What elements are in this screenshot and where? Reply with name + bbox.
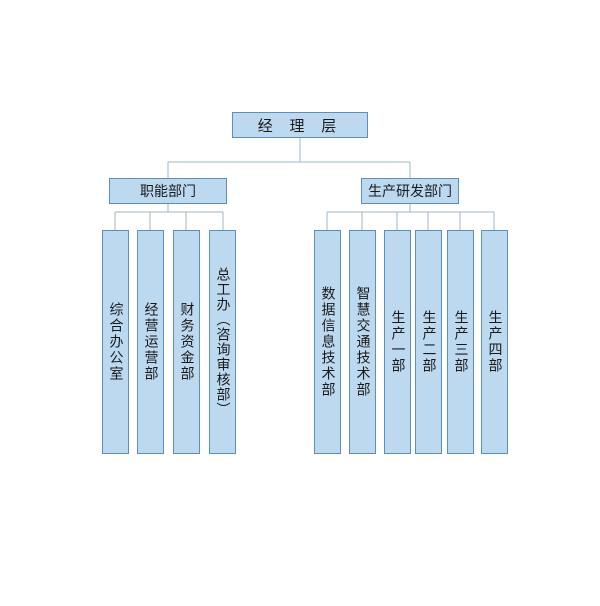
root-node: 经 理 层 xyxy=(232,112,368,138)
unit-node: 生产四部 xyxy=(481,230,508,454)
unit-node: 生产二部 xyxy=(415,230,442,454)
unit-node-label: 经营运营部 xyxy=(142,302,159,382)
unit-node: 总工办（咨询审核部） xyxy=(209,230,236,454)
unit-node: 财务资金部 xyxy=(173,230,200,454)
unit-node-label: 财务资金部 xyxy=(178,302,195,382)
department-node-functional: 职能部门 xyxy=(109,178,227,204)
unit-node-label: 综合办公室 xyxy=(107,302,124,382)
root-node-label: 经 理 层 xyxy=(257,116,343,135)
unit-node-label: 生产四部 xyxy=(486,310,503,374)
department-node-production: 生产研发部门 xyxy=(361,178,459,204)
department-node-label: 生产研发部门 xyxy=(368,184,452,200)
unit-node-label: 生产二部 xyxy=(420,310,437,374)
department-node-label: 职能部门 xyxy=(140,184,196,200)
unit-node: 生产一部 xyxy=(384,230,411,454)
unit-node: 综合办公室 xyxy=(102,230,129,454)
unit-node-label: 生产一部 xyxy=(389,310,406,374)
unit-node: 生产三部 xyxy=(447,230,474,454)
unit-node-label: 总工办（咨询审核部） xyxy=(214,267,231,417)
unit-node-label: 智慧交通技术部 xyxy=(354,286,371,398)
unit-node: 经营运营部 xyxy=(137,230,164,454)
unit-node-label: 生产三部 xyxy=(452,310,469,374)
unit-node-label: 数据信息技术部 xyxy=(319,286,336,398)
unit-node: 智慧交通技术部 xyxy=(349,230,376,454)
unit-node: 数据信息技术部 xyxy=(314,230,341,454)
